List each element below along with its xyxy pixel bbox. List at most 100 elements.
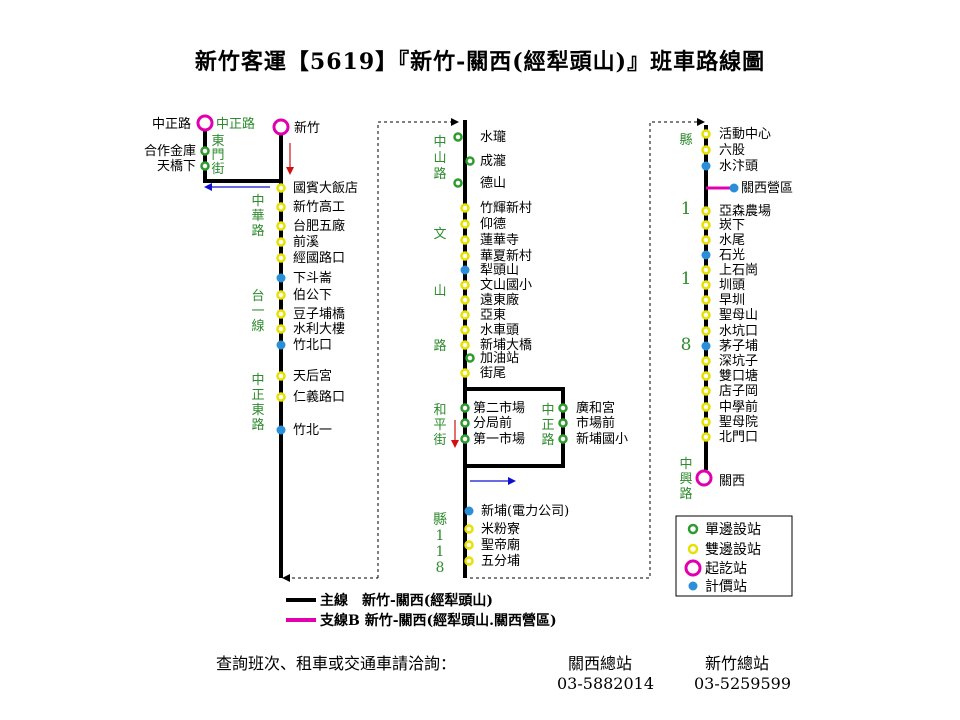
col2-station-12-marker [460, 340, 470, 350]
col1-station-9-marker [276, 340, 286, 350]
col3-station-12-marker [701, 341, 711, 351]
loop-right-0-marker [558, 403, 568, 413]
col2-station-label-8: 文山國小 [480, 278, 532, 293]
col1-station-label-11: 仁義路口 [293, 389, 345, 405]
col2-station-label-14: 街尾 [480, 366, 506, 381]
legend-double: 雙邊設站 [687, 542, 761, 558]
legend-single-icon [687, 523, 699, 535]
col2-lower-label-2: 聖帝廟 [481, 537, 520, 553]
col3-station-label-9: 早圳 [719, 293, 745, 308]
zhonghua-road-label: 中華路 [251, 194, 264, 239]
branch-line-label: 支線B 新竹-關西(經犁頭山.關西營區) [319, 612, 557, 629]
col3-station-label-16: 中學前 [719, 399, 758, 415]
col1-station-label-6: 伯公下 [293, 288, 332, 303]
col1-station-label-10: 天后宮 [293, 368, 332, 384]
guanxi-camp-stop-marker [729, 183, 739, 193]
col1-station-11-marker [276, 392, 286, 402]
loop-left-label-0: 第二市場 [473, 400, 525, 416]
red-arrowhead-col1 [286, 167, 294, 175]
col3-station-label-17: 聖母院 [719, 415, 758, 430]
col1-station-10-marker [276, 371, 286, 381]
legend-single-label: 單邊設站 [705, 522, 761, 538]
dashed-arrowhead-3 [697, 118, 705, 126]
col2-lower-1-marker [464, 524, 474, 534]
col2-station-label-12: 新埔大橋 [480, 337, 532, 353]
col2-station-7-marker [460, 265, 470, 275]
col2-station-10-marker [460, 310, 470, 320]
col3-station-1-marker [701, 145, 711, 155]
col1-station-5-marker [276, 273, 286, 283]
zhongzheng-left-label: 中正路 [152, 116, 191, 132]
main-line-label: 主線 新竹-關西(經犁頭山) [320, 592, 493, 609]
legend-fare-icon [688, 581, 698, 591]
col2-station-label-4: 仰德 [480, 217, 506, 232]
col1-station-0-marker [276, 183, 286, 193]
col3-station-0-marker [701, 129, 711, 139]
loop-left-label-1: 分局前 [473, 415, 512, 431]
legend-double-label: 雙邊設站 [705, 542, 761, 558]
col1-station-1-marker [276, 202, 286, 212]
guanxi-camp-label: 關西營區 [741, 181, 793, 196]
col3-station-label-14: 雙口塘 [719, 368, 758, 384]
col2-lower-3-marker [464, 556, 474, 566]
col2-station-label-7: 犁頭山 [480, 263, 519, 278]
zhongzhengdong-road-label: 中正東路 [251, 373, 264, 433]
col1-station-8-marker [276, 324, 286, 334]
col3-station-18-marker [701, 432, 711, 442]
hsinchu-terminal-marker [272, 118, 290, 136]
col2-station-11-marker [460, 325, 470, 335]
wenshan-road-label: 文山路 [433, 227, 446, 354]
col3-station-label-2: 水汴頭 [719, 159, 758, 174]
col2-station-label-5: 蓮華寺 [480, 233, 519, 248]
col1-station-3-marker [276, 237, 286, 247]
col3-station-3-marker [701, 206, 711, 216]
col2-station-label-6: 華夏新村 [480, 248, 532, 264]
legend-terminal-label: 起訖站 [705, 561, 747, 577]
legend-terminal-icon [684, 559, 702, 577]
guanxi-phone: 03-5882014 [557, 674, 655, 693]
col3-station-4-marker [701, 220, 711, 230]
col1-station-6-marker [276, 290, 286, 300]
col3-station-label-4: 崁下 [719, 218, 745, 233]
col3-station-13-marker [701, 356, 711, 366]
dashed-connector-3 [562, 121, 700, 579]
legend-double-icon [687, 543, 699, 555]
col3-station-label-8: 圳頭 [719, 278, 745, 293]
col3-station-label-1: 六股 [719, 143, 745, 158]
loop-left-1-marker [460, 418, 470, 428]
col1-station-label-9: 竹北口 [293, 338, 332, 353]
col3-station-label-12: 茅子埔 [719, 339, 758, 354]
hsinchu-label: 新竹 [294, 120, 320, 136]
zhongxing-road-label: 中興路 [679, 457, 692, 502]
zhongzheng-terminal-marker [196, 114, 214, 132]
loop-left-0-marker [460, 403, 470, 413]
legend-fare-label: 計價站 [705, 578, 747, 595]
col2-station-1-marker [465, 156, 475, 166]
col1-station-label-7: 豆子埔橋 [293, 307, 345, 322]
col2-station-label-11: 水車頭 [480, 323, 519, 338]
col2-station-0-marker [453, 132, 463, 142]
legend-terminal: 起訖站 [684, 559, 747, 577]
col1-station-label-12: 竹北一 [293, 423, 332, 438]
col1-station-label-0: 國賓大飯店 [293, 180, 358, 196]
col1-station-label-5: 下斗崙 [293, 271, 332, 286]
col3-station-7-marker [701, 265, 711, 275]
col2-station-label-10: 亞東 [480, 307, 506, 323]
col2-station-4-marker [460, 219, 470, 229]
col3-station-label-3: 亞森農場 [719, 204, 771, 219]
col2-station-14-marker [460, 368, 470, 378]
guanxi-station-name: 關西總站 [568, 654, 633, 673]
col1-station-7-marker [276, 309, 286, 319]
inquiry-text: 查詢班次、租車或交通車請洽詢： [216, 654, 457, 673]
hsinchu-station-name: 新竹總站 [705, 654, 770, 673]
col2-lower-2-marker [464, 540, 474, 550]
col3-station-8-marker [701, 280, 711, 290]
col3-station-label-5: 水尾 [719, 233, 745, 248]
col3-station-label-15: 店子岡 [719, 384, 758, 399]
guanxi-terminal-label: 關西 [719, 474, 745, 489]
col2-station-6-marker [460, 251, 470, 261]
col3-station-2-marker [701, 161, 711, 171]
blue-arrowhead-col1 [204, 183, 212, 191]
dashed-arrowhead-top [451, 118, 459, 126]
